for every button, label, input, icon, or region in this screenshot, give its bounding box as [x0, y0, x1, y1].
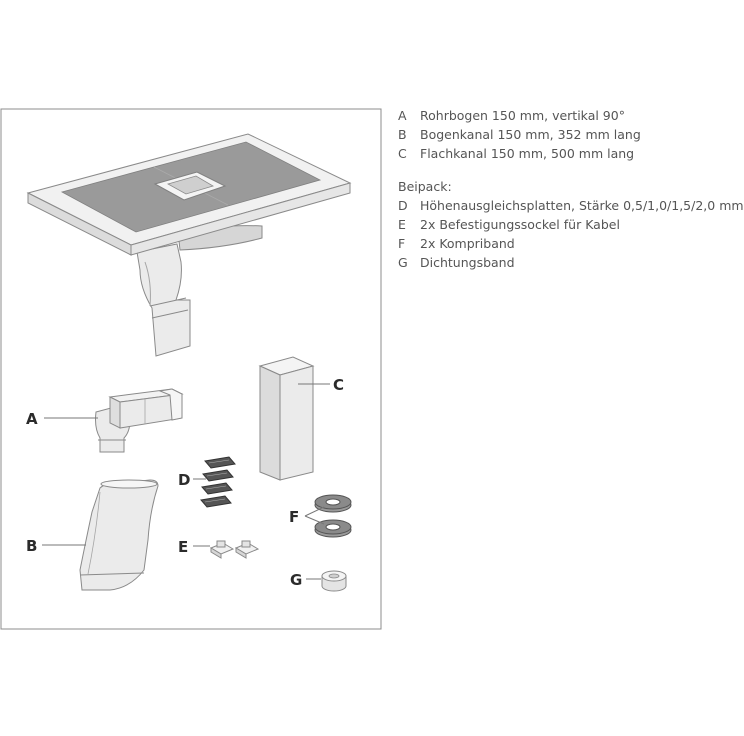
legend-key: E [398, 217, 406, 232]
legend-row-b: B Bogenkanal 150 mm, 352 mm lang [398, 125, 734, 144]
leader-line-f-2 [304, 515, 325, 525]
part-label-d: D [178, 471, 190, 489]
package-heading: Beipack: [398, 179, 452, 194]
legend-row-e: E 2x Befestigungssockel für Kabel [398, 215, 734, 234]
part-d-shim-plates [200, 456, 236, 508]
legend-text: Rohrbogen 150 mm, vertikal 90° [420, 108, 625, 123]
legend-key: C [398, 146, 407, 161]
diagram-frame [0, 108, 382, 630]
legend-text: Flachkanal 150 mm, 500 mm lang [420, 146, 635, 161]
leader-line-f [304, 506, 325, 517]
legend-row-f: F 2x Kompriband [398, 234, 734, 253]
legend-key: G [398, 255, 408, 270]
parts-legend: A Rohrbogen 150 mm, vertikal 90° B Bogenka… [398, 106, 744, 272]
part-label-b: B [26, 537, 37, 555]
part-g-sealing-tape [321, 570, 347, 592]
legend-text: 2x Kompriband [420, 236, 515, 251]
part-label-g: G [290, 571, 302, 589]
cooktop-illustration [26, 133, 352, 357]
legend-row-g: G Dichtungsband [398, 253, 734, 272]
legend-row-d: D Höhenausgleichsplatten, Stärke 0,5/1,0/… [398, 196, 744, 215]
legend-key: D [398, 198, 408, 213]
part-b-curved-duct [79, 479, 159, 591]
legend-text: Dichtungsband [420, 255, 515, 270]
part-label-c: C [333, 376, 344, 394]
part-a-elbow [95, 388, 184, 453]
part-c-flat-duct [258, 356, 315, 481]
legend-row-a: A Rohrbogen 150 mm, vertikal 90° [398, 106, 734, 125]
legend-row-c: C Flachkanal 150 mm, 500 mm lang [398, 144, 734, 163]
legend-key: A [398, 108, 407, 123]
legend-key: F [398, 236, 406, 251]
legend-text: Bogenkanal 150 mm, 352 mm lang [420, 127, 641, 142]
part-label-e: E [178, 538, 188, 556]
part-label-f: F [289, 508, 299, 526]
legend-key: B [398, 127, 407, 142]
part-f-compression-tapes [314, 494, 352, 538]
part-e-cable-mounts [209, 540, 260, 559]
legend-text: Höhenausgleichsplatten, Stärke 0,5/1,0/1… [420, 198, 744, 213]
legend-text: 2x Befestigungssockel für Kabel [420, 217, 620, 232]
part-label-a: A [26, 410, 38, 428]
